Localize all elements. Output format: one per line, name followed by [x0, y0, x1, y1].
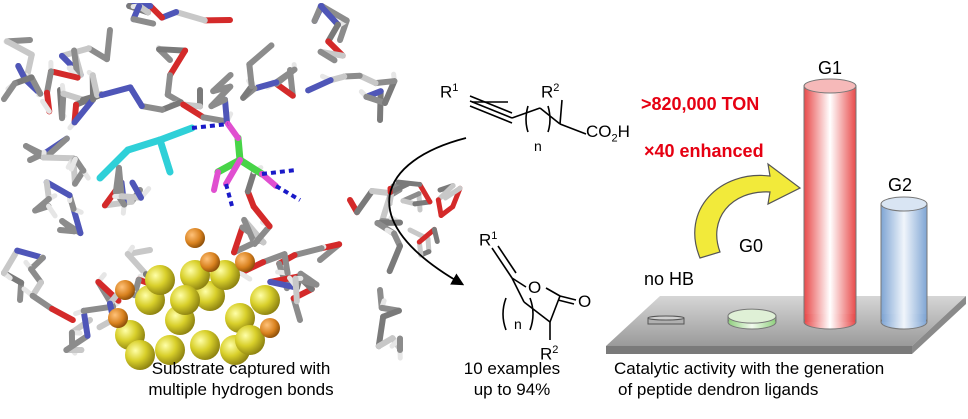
- reaction-arrow: [388, 137, 467, 286]
- enhanced-label: ×40 enhanced: [644, 141, 764, 161]
- bar-g1: [803, 78, 857, 330]
- hydrogen-bonds: [191, 122, 302, 207]
- bar-label-g2: G2: [888, 175, 913, 195]
- right-caption: Catalytic activity with the generation o…: [614, 359, 885, 399]
- product-n-label: n: [514, 316, 522, 332]
- enhancement-arrow: [694, 162, 802, 259]
- product-structure: [491, 245, 577, 340]
- middle-caption: 10 examples up to 94%: [463, 359, 561, 399]
- product-carbonyl-o-label: O: [578, 292, 592, 311]
- molecular-model: [1, 3, 403, 370]
- product-r1-label: R1: [479, 230, 498, 250]
- product-r2-label: R2: [540, 344, 559, 364]
- bar-label-g1: G1: [818, 58, 843, 78]
- product-ring-o-label: O: [528, 278, 542, 297]
- substrate-n-label: n: [534, 138, 542, 154]
- gold-cluster: [108, 228, 280, 370]
- small-molecular-model: [387, 179, 463, 258]
- ton-label: >820,000 TON: [641, 94, 760, 114]
- substrate-highlight: [96, 121, 279, 193]
- substrate-acid-label: CO2H: [586, 122, 630, 145]
- bar-label-g0: G0: [739, 236, 764, 256]
- bar-g0: [727, 308, 777, 330]
- substrate-r2-label: R2: [541, 82, 560, 102]
- bar-chart: [606, 78, 966, 354]
- bar-label-no-hb: no HB: [644, 269, 695, 289]
- left-caption: Substrate captured with multiple hydroge…: [148, 359, 334, 399]
- bar-g2: [880, 196, 928, 330]
- chart-base-plate: [606, 296, 966, 346]
- bar-no-hb: [647, 315, 685, 325]
- substrate-r1-label: R1: [440, 82, 459, 102]
- substrate-structure: [469, 95, 587, 135]
